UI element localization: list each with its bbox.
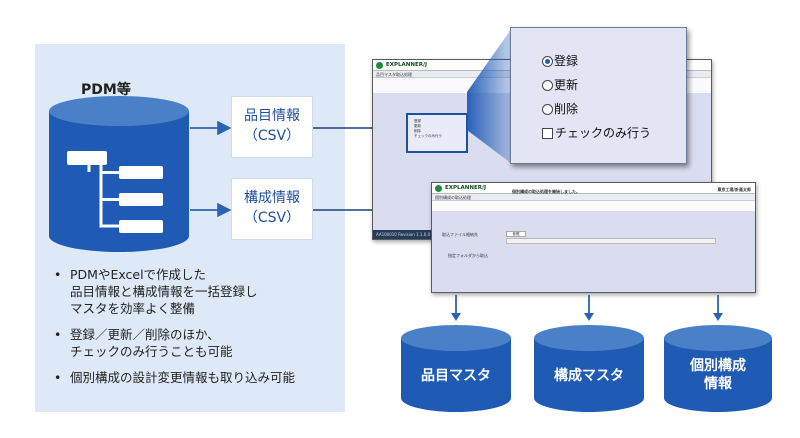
- mini-option[interactable]: 登録: [414, 119, 421, 123]
- structure-info-line2: （CSV）: [243, 210, 301, 226]
- pdm-database-icon: [49, 96, 189, 252]
- bullet-item: PDMやExcelで作成した 品目情報と構成情報を一括登録し マスタを効率よく整…: [52, 266, 342, 317]
- option-update[interactable]: 更新: [542, 77, 578, 93]
- item-info-line1: 品目情報: [244, 108, 300, 124]
- user-label: 東京工場/計画太郎: [717, 187, 751, 192]
- mini-option[interactable]: チェックのみ行う: [414, 134, 442, 138]
- radio-selected-icon[interactable]: [542, 56, 553, 67]
- tree-icon: [67, 151, 163, 233]
- individual-structure-cylinder: [664, 325, 772, 412]
- structure-master-cylinder: [534, 325, 644, 412]
- radio-icon[interactable]: [542, 104, 553, 115]
- structure-import-window: EXPLANNER/J 個別構成の取込処理を開始しました。 東京工場/計画太郎 …: [431, 182, 756, 293]
- message-text: 個別構成の取込処理を開始しました。: [512, 189, 580, 194]
- zoomed-option-panel: 登録 更新 削除 チェックのみ行う: [510, 27, 687, 164]
- option-register[interactable]: 登録: [542, 53, 578, 69]
- app-title: EXPLANNER/J: [445, 185, 487, 191]
- window-menu-bar: 個別構成の取込処理: [432, 194, 755, 201]
- explanner-logo-icon: [376, 62, 383, 69]
- window-title-bar: EXPLANNER/J 個別構成の取込処理を開始しました。 東京工場/計画太郎: [432, 183, 755, 194]
- mini-option[interactable]: 削除: [414, 129, 421, 133]
- bullet-item: 登録／更新／削除のほか、 チェックのみ行うことも可能: [52, 326, 342, 360]
- structure-info-line1: 構成情報: [244, 190, 300, 206]
- app-title: EXPLANNER/J: [386, 62, 428, 68]
- browse-button[interactable]: 参照: [506, 231, 526, 237]
- structure-master-label: 構成マスタ: [554, 368, 624, 384]
- menu-tab[interactable]: 品目マスタ取込処理: [376, 72, 412, 77]
- source-label: PDM等: [81, 82, 131, 98]
- status-text: AA100010 Revision 1.1.0.0: [376, 232, 431, 237]
- import-folder-input[interactable]: [506, 238, 716, 244]
- mini-option[interactable]: 更新: [414, 124, 421, 128]
- radio-icon[interactable]: [542, 80, 553, 91]
- individual-structure-label: 個別構成 情報: [690, 358, 746, 392]
- item-info-line2: （CSV）: [243, 128, 301, 144]
- item-info-box: 品目情報 （CSV）: [231, 96, 313, 158]
- explanner-logo-icon: [435, 185, 442, 192]
- option-delete[interactable]: 削除: [542, 101, 578, 117]
- folder-import-checkbox[interactable]: 指定フォルダから取込: [448, 253, 488, 258]
- window-body: 取込ファイル格納先 参照 指定フォルダから取込: [432, 211, 755, 292]
- checkbox-icon[interactable]: [542, 128, 553, 139]
- menu-tab[interactable]: 個別構成の取込処理: [435, 195, 471, 200]
- structure-info-box: 構成情報 （CSV）: [231, 178, 313, 240]
- mini-option-panel: 登録 更新 削除 チェックのみ行う: [406, 113, 468, 153]
- option-check-only[interactable]: チェックのみ行う: [542, 125, 651, 141]
- import-folder-label: 取込ファイル格納先: [442, 232, 478, 237]
- feature-bullets: PDMやExcelで作成した 品目情報と構成情報を一括登録し マスタを効率よく整…: [52, 266, 342, 395]
- item-master-cylinder: [401, 325, 511, 412]
- item-master-label: 品目マスタ: [421, 368, 491, 384]
- bullet-item: 個別構成の設計変更情報も取り込み可能: [52, 369, 342, 386]
